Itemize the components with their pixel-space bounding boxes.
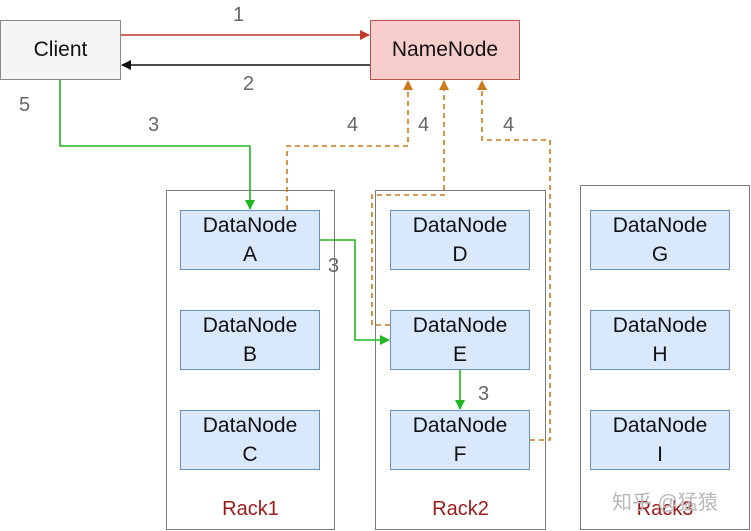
rack-1-label: Rack1	[222, 498, 279, 520]
watermark: 知乎 @猛猿	[612, 492, 718, 514]
namenode-box: NameNode	[370, 20, 520, 80]
client-box: Client	[0, 20, 121, 80]
step-label-3-client-a: 3	[148, 114, 160, 136]
datanode-e-id: E	[452, 343, 467, 366]
arrow-ack-e	[371, 80, 449, 326]
step-label-3-e-f: 3	[478, 383, 490, 405]
client-label: Client	[33, 38, 88, 61]
arrow-write-a-to-e	[320, 239, 390, 345]
datanode-i-id: I	[657, 443, 663, 466]
step-label-4-a: 4	[347, 114, 359, 136]
datanode-c: DataNode C	[180, 410, 320, 470]
datanode-b-name: DataNode	[202, 314, 298, 337]
datanode-b-id: B	[242, 343, 257, 366]
step-label-5: 5	[19, 94, 31, 116]
arrow-ack-a	[286, 80, 413, 210]
datanode-e-name: DataNode	[412, 314, 508, 337]
datanode-i: DataNode I	[590, 410, 730, 470]
datanode-a: DataNode A	[180, 210, 320, 270]
datanode-f: DataNode F	[390, 410, 530, 470]
step-label-3-a-e: 3	[328, 255, 340, 277]
arrow-ack-f	[477, 80, 551, 441]
datanode-g-id: G	[651, 243, 669, 266]
datanode-f-name: DataNode	[412, 414, 508, 437]
datanode-e: DataNode E	[390, 310, 530, 370]
datanode-d-id: D	[452, 243, 468, 266]
datanode-i-name: DataNode	[612, 414, 708, 437]
arrow-write-client-to-a	[59, 80, 255, 210]
datanode-c-name: DataNode	[202, 414, 298, 437]
datanode-c-id: C	[242, 443, 258, 466]
rack-3-label: Rack3	[636, 498, 694, 520]
datanode-f-id: F	[453, 443, 467, 466]
datanode-h: DataNode H	[590, 310, 730, 370]
datanode-d-name: DataNode	[412, 214, 508, 237]
datanode-a-name: DataNode	[202, 214, 298, 237]
datanode-b: DataNode B	[180, 310, 320, 370]
step-label-4-e: 4	[418, 114, 430, 136]
step-label-4-f: 4	[503, 114, 515, 136]
rack-2-label: Rack2	[432, 498, 489, 520]
datanode-a-id: A	[242, 243, 257, 266]
step-label-1: 1	[233, 4, 245, 26]
namenode-label: NameNode	[391, 38, 499, 61]
datanode-d: DataNode D	[390, 210, 530, 270]
datanode-g-name: DataNode	[612, 214, 708, 237]
datanode-g: DataNode G	[590, 210, 730, 270]
step-label-2: 2	[243, 73, 255, 95]
datanode-h-id: H	[652, 343, 668, 366]
datanode-h-name: DataNode	[612, 314, 708, 337]
